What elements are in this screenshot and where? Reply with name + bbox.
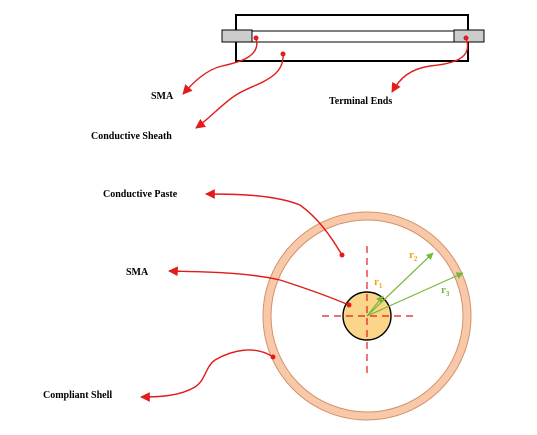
- sma-top-label: SMA: [151, 91, 174, 102]
- terminal-end-left: [221, 29, 253, 43]
- sma-wire-side: [251, 30, 455, 43]
- side-view: SMA Terminal Ends Conductive Sheath: [91, 14, 485, 142]
- compliant-shell-arrow: [140, 349, 274, 402]
- terminal-ends-label: Terminal Ends: [329, 96, 392, 107]
- radius-r3-label: r3: [441, 284, 450, 298]
- radius-r1-label: r1: [374, 276, 383, 290]
- compliant-shell-label: Compliant Shell: [43, 390, 112, 401]
- radius-r2-arrow: [366, 252, 434, 317]
- conductive-sheath-label: Conductive Sheath: [91, 131, 172, 142]
- conductive-paste-label: Conductive Paste: [103, 189, 178, 200]
- radius-r3-arrow: [366, 272, 464, 317]
- sma-core-arrow: [168, 266, 350, 306]
- conductive-sheath-arrow: [195, 53, 284, 129]
- terminal-end-right: [453, 29, 485, 43]
- cross-section-view: r1 r2 r3 Conductive Paste SMA Compliant …: [43, 189, 472, 421]
- radius-r2-label: r2: [409, 249, 418, 263]
- conductive-paste-arrow: [205, 189, 343, 256]
- sma-bottom-label: SMA: [126, 267, 149, 278]
- terminal-ends-arrow: [391, 37, 469, 93]
- sma-top-arrow: [182, 37, 258, 95]
